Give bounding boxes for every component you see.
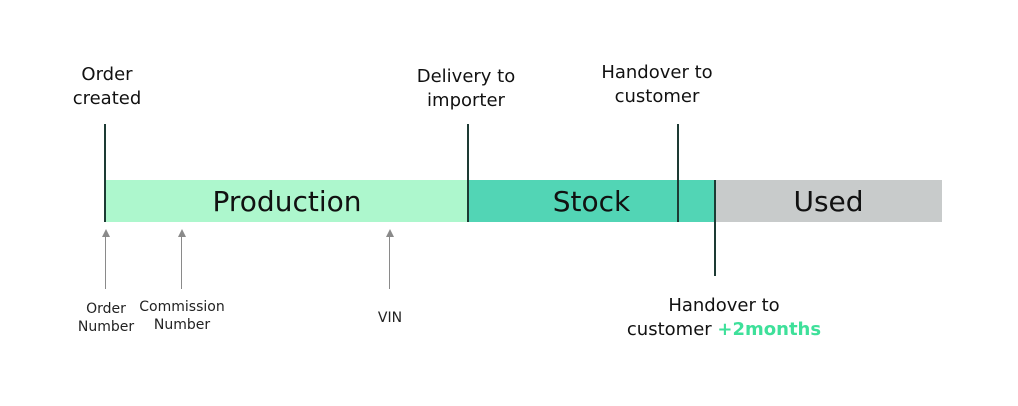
milestone-handover-plus-accent: +2months [717,319,822,340]
order-number-arrow-head [102,229,110,237]
milestone-delivery-line1: Delivery to [416,66,516,87]
label-commission-number-line2: Number [153,317,211,333]
marker-handover-plus-2months [714,180,716,276]
label-vin-text: VIN [377,310,403,326]
milestone-delivery-to-importer: Delivery to importer [401,65,531,113]
vin-arrow-line [389,236,390,289]
label-order-number: Order Number [66,300,146,336]
marker-order-created [104,124,106,222]
label-commission-number: Commission Number [132,298,232,334]
phase-production: Production [106,180,468,222]
phase-used: Used [715,180,942,222]
label-commission-number-line1: Commission [139,299,225,315]
phase-stock-label: Stock [552,184,631,218]
commission-number-arrow-head [178,229,186,237]
phase-production-label: Production [212,184,362,218]
marker-handover [677,124,679,222]
milestone-order-created: Order created [62,63,152,111]
milestone-order-created-line2: created [72,88,142,109]
milestone-handover-plus-line1: Handover to [668,295,780,316]
milestone-handover-plus-line2: customer +2months [614,318,834,342]
label-order-number-line1: Order [86,301,126,317]
milestone-handover: Handover to customer [592,61,722,109]
phase-stock: Stock [468,180,715,222]
milestone-handover-line1: Handover to [601,62,713,83]
commission-number-arrow-line [181,236,182,289]
marker-delivery-to-importer [467,124,469,222]
milestone-delivery-line2: importer [427,90,505,111]
milestone-handover-plus-line2-text: customer [626,319,712,340]
order-number-arrow-line [105,236,106,289]
milestone-handover-plus-2months: Handover to customer +2months [614,294,834,342]
milestone-handover-line2: customer [614,86,700,107]
phase-used-label: Used [793,184,864,218]
milestone-order-created-line1: Order [81,64,133,85]
label-order-number-line2: Number [77,319,135,335]
label-vin: VIN [360,309,420,327]
vin-arrow-head [386,229,394,237]
